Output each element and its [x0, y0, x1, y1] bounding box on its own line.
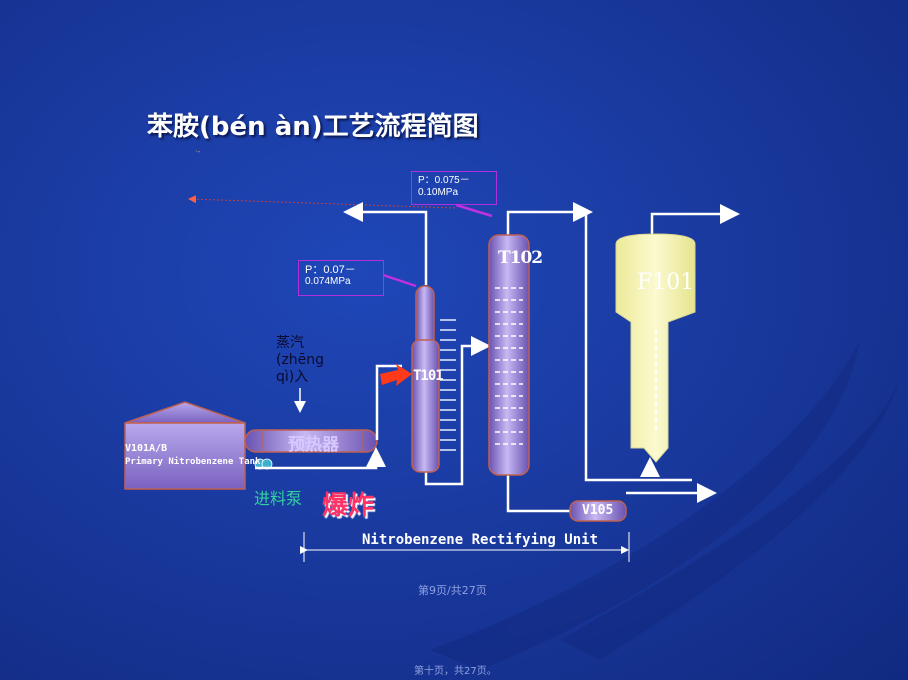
pump-label: 进料泵 [254, 489, 303, 508]
v105-label: V105 [582, 503, 614, 518]
title-mark: ·- [195, 147, 201, 156]
pressure-pointer-1 [455, 203, 493, 218]
pressure-line-2: 0.10MPa [418, 187, 459, 198]
pressure-box-t101: P：0.07－ 0.074MPa [298, 260, 384, 296]
pressure-box-t102: P：0.075－ 0.10MPa [411, 171, 497, 205]
tank-label-id: V101A/B [125, 443, 168, 454]
t101-packing [440, 319, 456, 451]
tank-v101 [124, 401, 246, 490]
vessel-v105 [569, 500, 627, 522]
pressure-pointer-2 [382, 273, 417, 288]
explosion-label: 爆炸 [322, 491, 375, 521]
t102-trays [495, 287, 523, 445]
steam-label-1: 蒸汽 [276, 335, 304, 351]
steam-label-3: qì)入 [276, 369, 309, 385]
vent-dotted-line [188, 195, 456, 209]
t102-label: T102 [498, 248, 543, 268]
preheater-label: 预热器 [288, 435, 339, 455]
pressure-line-2: 0.074MPa [305, 276, 351, 287]
feed-arrow-icon [380, 364, 412, 386]
steam-label-group: 蒸汽 (zhēng qì)入 [276, 335, 324, 386]
steam-label-2: (zhēng [276, 352, 325, 368]
pressure-line-1: P：0.07－ [305, 264, 356, 276]
column-t102 [488, 234, 530, 476]
t101-label: T101 [413, 368, 444, 384]
page-number-upper: 第9页/共27页 [418, 584, 487, 597]
unit-dimension-line [300, 532, 630, 562]
preheater-vessel [244, 429, 378, 453]
page-title: 苯胺(bén àn)工艺流程简图 [147, 112, 479, 142]
page-number-lower: 第十页，共27页。 [414, 666, 497, 677]
f101-label: F101 [637, 270, 695, 295]
background-swirl [430, 340, 900, 670]
unit-label: Nitrobenzene Rectifying Unit [362, 532, 599, 548]
column-t101 [411, 285, 440, 473]
pressure-line-1: P：0.075－ [418, 175, 470, 186]
pipes [255, 202, 740, 513]
tank-label-name: Primary Nitrobenzene Tank [125, 457, 261, 467]
pump-icon [254, 458, 273, 470]
